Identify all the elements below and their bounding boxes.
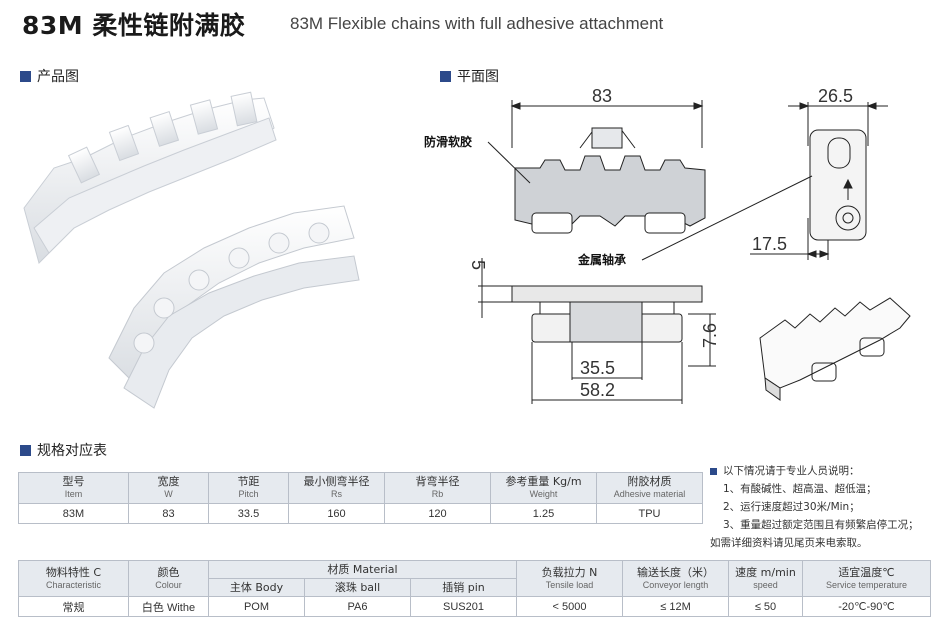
dim-side-width: 26.5 (818, 88, 853, 106)
header-ball: 滚珠 ball (304, 578, 411, 597)
header-body: 主体 Body (208, 578, 305, 597)
cell-property: 常规 (18, 596, 129, 617)
notes-panel: 以下情况请于专业人员说明： 1、有酸碱性、超高温、超低温； 2、运行速度超过30… (710, 462, 946, 552)
cell-speed: ≤ 50 (728, 596, 803, 617)
cell-pin: SUS201 (410, 596, 517, 617)
lower-chain-image (108, 205, 360, 409)
header-pin: 插销 pin (410, 578, 517, 597)
notes-heading-text: 以下情况请于专业人员说明： (723, 465, 860, 477)
cell-length: ≤ 12M (622, 596, 729, 617)
note-contact: 如需详细资料请见尾页来电索取。 (710, 537, 868, 549)
cell-adhesive: TPU (596, 503, 703, 524)
note-item: 1、有酸碱性、超高温、超低温； (723, 483, 877, 495)
section-plan-heading: 平面图 (440, 66, 499, 86)
bullet-icon (710, 467, 717, 475)
page-title: 83M 柔性链附满胶 (22, 11, 246, 40)
header-length: 输送长度（米）Conveyor length (622, 560, 729, 597)
upper-chain-image (23, 91, 277, 264)
dim-outer: 58.2 (580, 380, 615, 400)
cell-rs: 160 (288, 503, 385, 524)
section-spec-heading: 规格对应表 (20, 440, 107, 460)
section-plan-label: 平面图 (457, 69, 499, 85)
cell-colour: 白色 Withe (128, 596, 209, 617)
section-photo-label: 产品图 (37, 69, 79, 85)
cell-item: 83M (18, 503, 129, 524)
plan-drawing: 83 26.5 17.5 5 7.6 35.5 58.2 防滑软胶 金属轴承 (424, 88, 911, 404)
cell-tensile: < 5000 (516, 596, 623, 617)
cell-temperature: -20℃-90℃ (802, 596, 931, 617)
product-photo (23, 91, 360, 409)
section-spec-label: 规格对应表 (37, 443, 107, 459)
header-material: 材质 Material (208, 560, 517, 579)
section-square-icon (20, 70, 31, 82)
section-square-icon (20, 444, 31, 456)
section-square-icon (440, 70, 451, 82)
dim-height: 7.6 (700, 323, 720, 348)
cell-width: 83 (128, 503, 209, 524)
dim-width: 83 (592, 88, 612, 106)
note-item: 2、运行速度超过30米/Min； (723, 501, 860, 513)
dim-inner: 35.5 (580, 358, 615, 378)
note-item: 3、重量超过额定范围且有频繁启停工况； (723, 519, 919, 531)
cell-body: POM (208, 596, 305, 617)
dim-thickness: 5 (468, 260, 488, 270)
table-row: 常规 白色 Withe POM PA6 SUS201 < 5000 ≤ 12M … (18, 596, 931, 617)
cell-rb: 120 (384, 503, 491, 524)
notes-heading: 以下情况请于专业人员说明： (710, 462, 946, 480)
cell-weight: 1.25 (490, 503, 597, 524)
label-rubber: 防滑软胶 (424, 134, 472, 149)
cell-ball: PA6 (304, 596, 411, 617)
table-row: 83M 83 33.5 160 120 1.25 TPU (18, 503, 703, 524)
page-subtitle: 83M Flexible chains with full adhesive a… (290, 14, 664, 33)
section-photo-heading: 产品图 (20, 66, 79, 86)
cell-pitch: 33.5 (208, 503, 289, 524)
label-bearing: 金属轴承 (577, 252, 626, 267)
dim-side-offset: 17.5 (752, 234, 787, 254)
